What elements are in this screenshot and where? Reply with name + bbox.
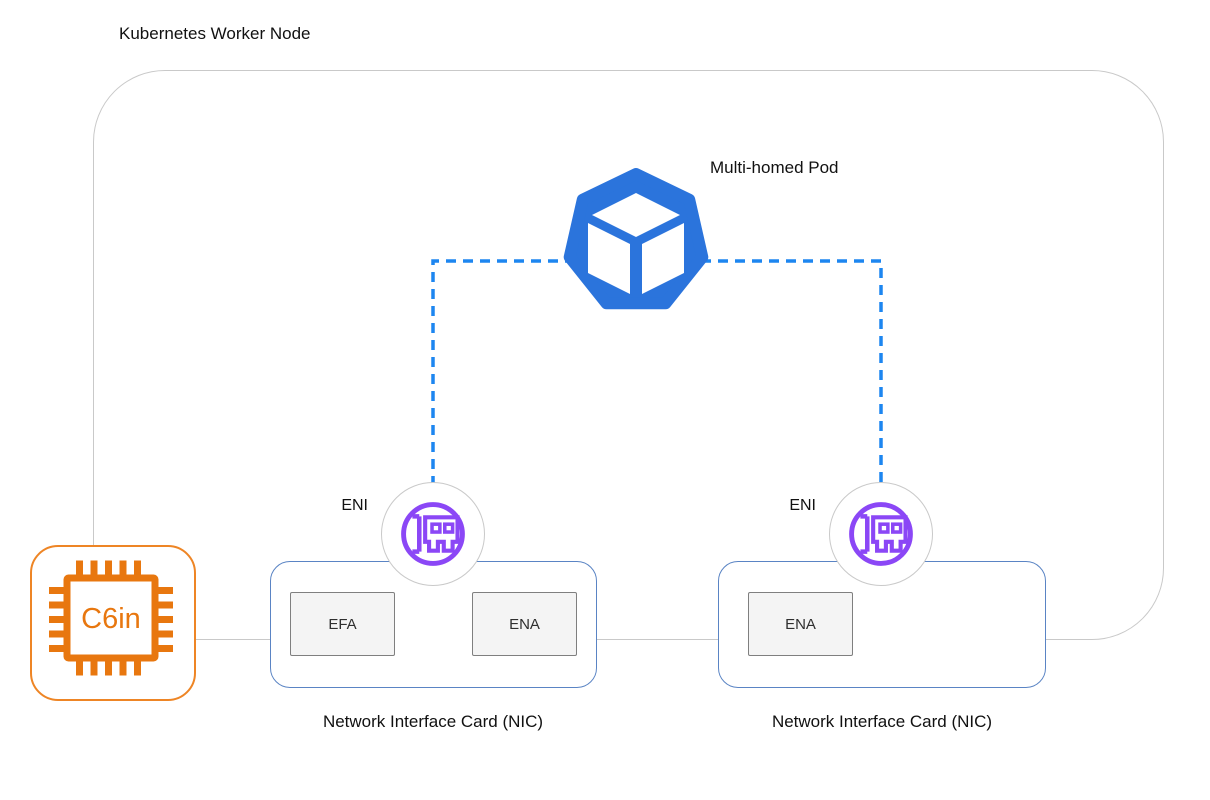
eni-left-icon [381,482,485,586]
ena-adapter: ENA [748,592,853,656]
chip-icon: C6in [49,560,173,676]
worker-node-boundary [93,70,1164,640]
nic-right-caption: Network Interface Card (NIC) [771,712,993,731]
efa-adapter: EFA [290,592,395,656]
nic-right-box: ENA [718,561,1046,688]
network-card-icon [849,502,913,566]
ena-adapter: ENA [472,592,577,656]
eni-right-icon [829,482,933,586]
nic-left-caption: Network Interface Card (NIC) [322,712,544,731]
instance-label: C6in [81,603,141,635]
c6in-instance-icon: C6in [30,545,196,701]
eni-left-label: ENI [341,497,368,514]
nic-left-box: EFA ENA [270,561,597,688]
eni-right-label: ENI [789,497,816,514]
network-card-icon [401,502,465,566]
pod-cube-top-face [592,193,680,237]
pod-label: Multi-homed Pod [710,158,839,177]
diagram-title: Kubernetes Worker Node [119,24,311,43]
kubernetes-pod-icon [563,168,709,310]
